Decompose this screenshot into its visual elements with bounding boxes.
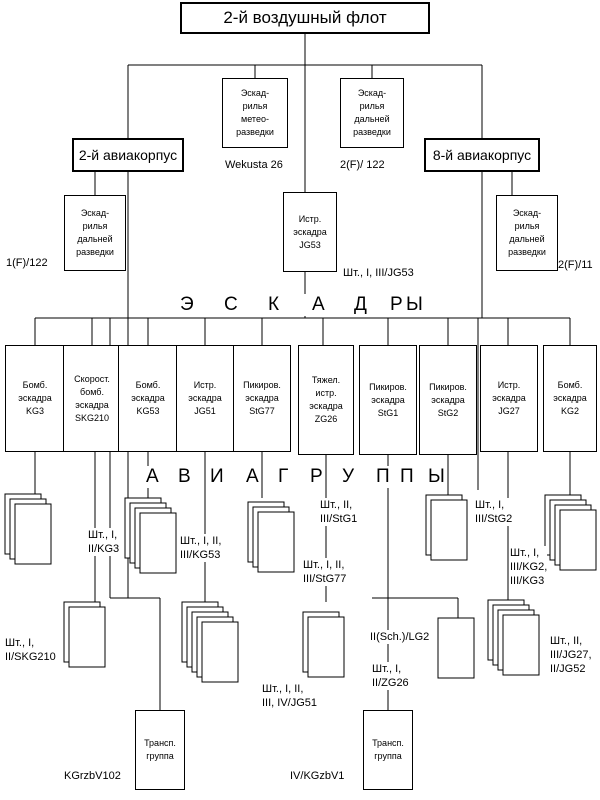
eskadra-label: Бомб. эскадра KG2 bbox=[553, 380, 587, 416]
wekusta-label: Wekusta 26 bbox=[225, 158, 283, 172]
transport-left-code: KGrzbV102 bbox=[64, 769, 121, 783]
recon-squadron-left-box: Эскад- рилья дальней разведки bbox=[64, 195, 126, 271]
group-label-stg77: Шт., I, II, III/StG77 bbox=[303, 558, 347, 586]
group-label-stg1: Шт., II, III/StG1 bbox=[320, 498, 358, 526]
section-aviagruppy-letter: П bbox=[376, 466, 390, 488]
group-label-kg53: Шт., I, II, III/KG53 bbox=[180, 534, 222, 562]
eskadra-box: Истр. эскадра JG51 bbox=[176, 345, 234, 452]
transport-right-label: Трансп. группа bbox=[372, 738, 404, 761]
eskadra-label: Истр. эскадра JG51 bbox=[188, 380, 222, 416]
group-label-kg2-kg3: Шт., I, III/KG2, III/KG3 bbox=[510, 546, 548, 588]
eskadra-label: Скорост. бомб. эскадра SKG210 bbox=[74, 373, 110, 423]
transport-left-label: Трансп. группа bbox=[144, 738, 176, 761]
fighter-jg53-label: Истр. эскадра JG53 bbox=[293, 213, 327, 250]
group-label-jg27-jg52: Шт., II, III/JG27, II/JG52 bbox=[550, 634, 592, 676]
eskadra-label: Пикиров. эскадра StG2 bbox=[429, 381, 467, 418]
eskadra-label: Тяжел. истр. эскадра ZG26 bbox=[309, 375, 343, 424]
section-aviagruppy-letter: Р bbox=[310, 466, 323, 488]
recon-squadron-top-box: Эскад- рилья дальней разведки bbox=[340, 78, 404, 148]
eskadra-label: Бомб. эскадра KG53 bbox=[131, 380, 165, 416]
eskadra-label: Бомб. эскадра KG3 bbox=[18, 380, 52, 416]
eskadra-box: Пикиров. эскадра StG1 bbox=[359, 345, 417, 455]
group-label-zg26: Шт., I, II/ZG26 bbox=[372, 662, 409, 690]
recon-squadron-right-box: Эскад- рилья дальней разведки bbox=[496, 195, 558, 271]
group-label-lg2: II(Sch.)/LG2 bbox=[370, 630, 430, 644]
eskadra-label: Истр. эскадра JG27 bbox=[492, 380, 526, 416]
section-eskadry-letter: К bbox=[268, 294, 280, 315]
recon-squadron-right-label: Эскад- рилья дальней разведки bbox=[508, 208, 546, 257]
eskadra-box: Бомб. эскадра KG53 bbox=[118, 345, 178, 452]
section-aviagruppy-letter: Ы bbox=[428, 466, 445, 488]
section-eskadry-letter: А bbox=[312, 294, 325, 315]
group-label-kg3: Шт., I, II/KG3 bbox=[88, 528, 120, 556]
section-aviagruppy-letter: П bbox=[400, 466, 414, 488]
section-aviagruppy: А В И А Г Р У П П Ы bbox=[146, 466, 446, 488]
transport-right-box: Трансп. группа bbox=[363, 710, 413, 790]
recon-right-code: 2(F)/11 bbox=[558, 258, 593, 272]
section-aviagruppy-letter: В bbox=[178, 466, 191, 488]
eskadra-box: Тяжел. истр. эскадра ZG26 bbox=[298, 345, 354, 455]
corps-left-box: 2-й авиакорпус bbox=[72, 138, 184, 172]
eskadra-box: Пикиров. эскадра StG77 bbox=[233, 345, 291, 452]
weather-squadron-box: Эскад- рилья метео- разведки bbox=[222, 78, 288, 148]
section-eskadry-letter: Ы bbox=[406, 294, 423, 315]
weather-squadron-label: Эскад- рилья метео- разведки bbox=[236, 88, 274, 137]
group-label-skg210: Шт., I, II/SKG210 bbox=[5, 636, 56, 664]
section-aviagruppy-letter: У bbox=[342, 466, 355, 488]
section-aviagruppy-letter: Г bbox=[278, 466, 289, 488]
section-eskadry: Э С К А Д Р Ы bbox=[180, 294, 423, 316]
jg53-groups-label: Шт., I, III/JG53 bbox=[343, 266, 414, 280]
section-aviagruppy-letter: И bbox=[210, 466, 224, 488]
eskadra-box: Скорост. бомб. эскадра SKG210 bbox=[63, 345, 121, 452]
section-aviagruppy-letter: А bbox=[146, 466, 159, 488]
recon-left-code: 1(F)/122 bbox=[6, 256, 48, 270]
transport-right-code: IV/KGzbV1 bbox=[290, 769, 345, 783]
recon-squadron-top-label: Эскад- рилья дальней разведки bbox=[353, 88, 391, 137]
eskadra-box: Бомб. эскадра KG3 bbox=[5, 345, 65, 452]
eskadra-box: Истр. эскадра JG27 bbox=[480, 345, 538, 452]
eskadra-label: Пикиров. эскадра StG77 bbox=[243, 380, 281, 416]
group-label-jg51: Шт., I, II, III, IV/JG51 bbox=[262, 682, 318, 710]
section-aviagruppy-letter: А bbox=[246, 466, 259, 488]
section-eskadry-letter: С bbox=[224, 294, 238, 315]
corps-right-label: 8-й авиакорпус bbox=[432, 147, 532, 163]
section-eskadry-letter: Д bbox=[354, 294, 367, 315]
eskadra-label: Пикиров. эскадра StG1 bbox=[369, 381, 407, 418]
eskadra-box: Пикиров. эскадра StG2 bbox=[419, 345, 477, 455]
section-eskadry-letter: Р bbox=[390, 294, 403, 315]
fighter-jg53-box: Истр. эскадра JG53 bbox=[283, 192, 337, 272]
group-label-stg2: Шт., I, III/StG2 bbox=[475, 498, 513, 526]
transport-left-box: Трансп. группа bbox=[135, 710, 185, 790]
corps-right-box: 8-й авиакорпус bbox=[424, 138, 540, 172]
section-eskadry-letter: Э bbox=[180, 294, 194, 315]
air-fleet-title: 2-й воздушный флот bbox=[223, 8, 387, 27]
recon-top-code: 2(F)/ 122 bbox=[340, 158, 385, 172]
recon-squadron-left-label: Эскад- рилья дальней разведки bbox=[76, 208, 114, 257]
air-fleet-title-box: 2-й воздушный флот bbox=[180, 2, 430, 34]
eskadra-box: Бомб. эскадра KG2 bbox=[543, 345, 597, 452]
corps-left-label: 2-й авиакорпус bbox=[78, 147, 178, 163]
